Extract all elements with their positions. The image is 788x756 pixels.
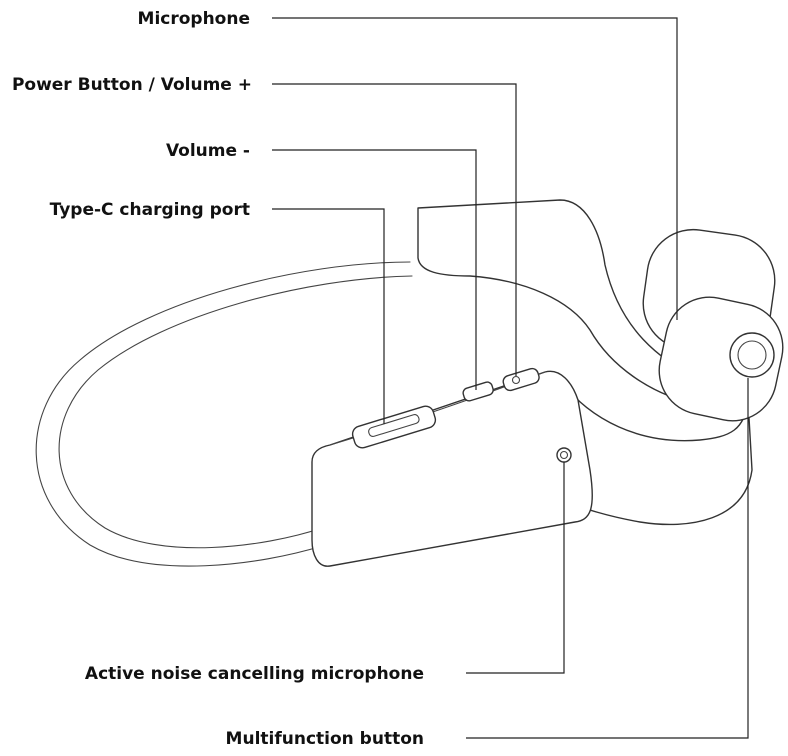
leader-power-volume-up xyxy=(272,83,517,376)
leader-type-c-port xyxy=(272,208,385,424)
label-type-c-port: Type-C charging port xyxy=(50,200,250,220)
multifunction-button-center xyxy=(737,340,767,370)
power-volume-up-button xyxy=(502,367,540,392)
callout-labels: Microphone Power Button / Volume + Volum… xyxy=(12,9,424,749)
label-anc-microphone: Active noise cancelling microphone xyxy=(85,664,424,684)
label-power-volume-up: Power Button / Volume + xyxy=(12,75,252,95)
label-multifunction-button: Multifunction button xyxy=(226,729,424,749)
control-body xyxy=(311,370,593,567)
lower-ear-hook xyxy=(559,379,753,526)
label-volume-down: Volume - xyxy=(166,141,250,161)
bone-conduction-headphone-illustration xyxy=(35,199,784,567)
label-microphone: Microphone xyxy=(138,9,250,29)
leader-anc-microphone xyxy=(466,462,565,674)
anc-microphone-hole xyxy=(556,447,572,463)
neckband-outer-edge xyxy=(35,261,411,567)
leader-volume-down xyxy=(272,149,477,390)
callout-leaders xyxy=(272,17,749,739)
leader-multifunction-button xyxy=(466,378,749,739)
leader-microphone xyxy=(272,17,678,320)
upper-ear-hook xyxy=(417,199,701,406)
type-c-port xyxy=(351,405,437,449)
front-earpiece xyxy=(658,296,784,422)
neckband-inner-edge xyxy=(58,275,413,549)
multifunction-button-ring xyxy=(729,332,775,378)
